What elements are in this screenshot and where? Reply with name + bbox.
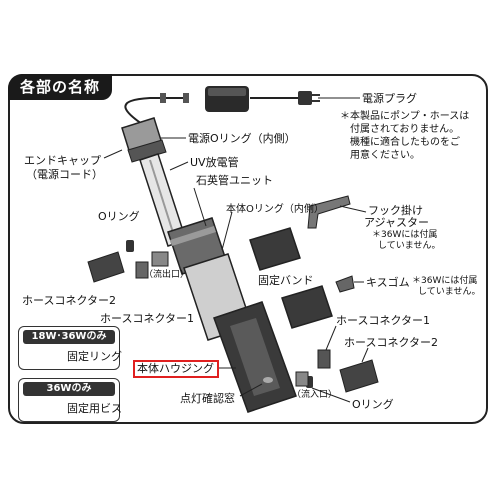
kisugomu-shape <box>335 275 355 293</box>
leader-body-oring <box>221 211 233 251</box>
label-hook-adjuster-1: フック掛け <box>368 204 423 217</box>
hose-connector-1-right-shape <box>317 349 331 369</box>
inflow-port <box>295 371 309 387</box>
label-main-housing: 本体ハウジング <box>137 362 214 375</box>
inset-fixing-screw-header: 36Wのみ <box>23 382 115 396</box>
ballast-box-top <box>208 88 246 96</box>
label-lamp-window: 点灯確認窓 <box>180 392 235 405</box>
leader-oring-right <box>311 387 351 403</box>
lamp-window-shape <box>263 377 273 383</box>
label-power-plug: 電源プラグ <box>362 92 417 105</box>
outflow-port <box>151 251 169 267</box>
hose-connector-1-left-shape <box>135 261 149 279</box>
leader-end-cap <box>103 149 123 159</box>
leader-uv-tube <box>169 161 189 171</box>
cord-clip-1 <box>160 93 166 103</box>
label-hook-note-2: していません。 <box>378 241 441 251</box>
label-body-oring: 本体Oリング（内側） <box>226 204 324 215</box>
label-hose-connector-1-left: ホースコネクター1 <box>100 312 195 325</box>
label-fixing-band: 固定バンド <box>258 274 314 287</box>
pump-note-line3: 機種に適合したものをご <box>350 137 460 148</box>
label-end-cap-1: エンドキャップ <box>24 154 101 167</box>
pump-note-line4: 用意ください。 <box>350 150 420 161</box>
pump-note-line1: ＊本製品にポンプ・ホースは <box>340 111 470 122</box>
pump-note-line2: 付属されておりません。 <box>350 124 460 135</box>
cord-clip-2 <box>183 93 189 103</box>
leader-hook <box>339 205 367 213</box>
label-hook-note-1: ＊36Wには付属 <box>372 230 438 240</box>
diagram-title: 各部の名称 <box>8 74 112 100</box>
label-end-cap-2: （電源コード） <box>26 168 103 181</box>
label-hook-adjuster-2: アジャスター <box>364 216 430 229</box>
leader-hose1-right <box>325 325 337 351</box>
leader-hose2-right <box>361 347 369 363</box>
uv-tube-inner <box>149 159 177 243</box>
label-hose-connector-1-right: ホースコネクター1 <box>336 314 431 327</box>
pump-note: ＊本製品にポンプ・ホースは 付属されておりません。 機種に適合したものをご 用意… <box>340 110 469 162</box>
hose-connector-left-shape <box>87 251 125 283</box>
inset-fixing-ring: 18W･36Wのみ 固定リング <box>18 326 122 370</box>
label-inflow: （流入口） <box>292 390 338 400</box>
leader-quartz <box>193 187 207 227</box>
inset-fixing-ring-label: 固定リング <box>67 350 122 363</box>
inset-fixing-ring-header: 18W･36Wのみ <box>23 330 115 344</box>
label-oring-right: Oリング <box>352 398 394 411</box>
inset-fixing-screw-label: 固定用ビス <box>67 402 122 415</box>
label-outflow: （流出口） <box>144 270 190 280</box>
oring-left-shape <box>126 240 134 252</box>
label-quartz-unit: 石英管ユニット <box>196 174 273 187</box>
hose-connector-2-right-shape <box>339 359 379 393</box>
fixing-band-shape-2 <box>281 285 333 329</box>
label-uv-tube: UV放電管 <box>190 156 239 169</box>
label-hose-connector-2-left: ホースコネクター2 <box>22 294 117 307</box>
label-power-oring: 電源Oリング（内側） <box>188 132 296 145</box>
main-housing-highlight <box>133 360 219 378</box>
label-kisugomu: キスゴム <box>366 276 410 289</box>
inset-fixing-screw: 36Wのみ 固定用ビス <box>18 378 122 422</box>
label-hose-connector-2-right: ホースコネクター2 <box>344 336 439 349</box>
end-cap-ring <box>127 139 167 163</box>
plug-body <box>298 91 312 105</box>
label-oring-left: Oリング <box>98 210 140 223</box>
label-kisugomu-note-1: ＊36Wには付属 <box>412 276 478 286</box>
main-housing-panel <box>230 318 280 396</box>
label-kisugomu-note-2: していません。 <box>418 287 481 297</box>
quartz-unit-front <box>170 226 216 246</box>
fixing-band-shape <box>249 227 301 271</box>
diagram-frame <box>8 74 488 424</box>
leader-lamp-window <box>239 383 263 397</box>
hook-adjuster-shape <box>307 195 351 229</box>
